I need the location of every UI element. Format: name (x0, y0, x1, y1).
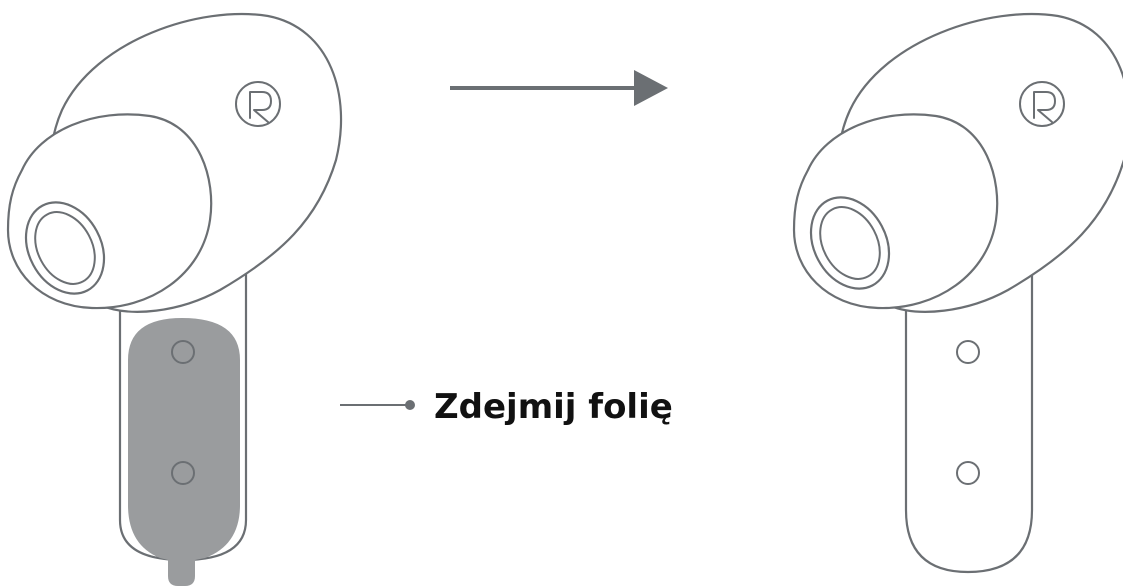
earbud-without-film (792, 12, 1123, 574)
r-logo-icon (235, 81, 281, 127)
film-sheet (128, 318, 240, 586)
nozzle-outer (809, 196, 891, 290)
callout-label: Zdejmij folię (434, 387, 673, 427)
r-logo-icon (1019, 81, 1065, 127)
right-arrow-icon (450, 70, 668, 106)
nozzle-outer (24, 201, 106, 295)
earbud-stem (904, 256, 1034, 574)
sensor-hole-bottom (956, 461, 980, 485)
sensor-hole-top (956, 340, 980, 364)
film-sensor-hole-top (171, 340, 195, 364)
film-sensor-hole-bottom (171, 461, 195, 485)
nozzle-inner (34, 211, 96, 285)
protective-film (128, 318, 240, 586)
nozzle-inner (819, 206, 881, 280)
callout-leader (340, 400, 415, 410)
earbud-with-film (6, 12, 343, 586)
